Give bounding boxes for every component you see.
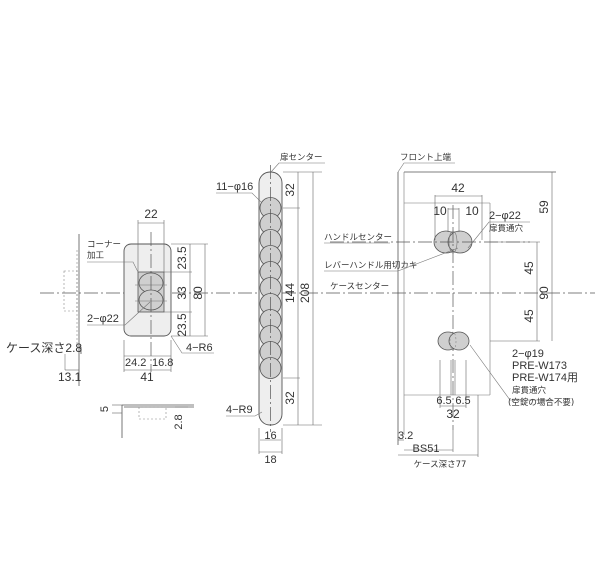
dim-6-5-left: 6.5 bbox=[436, 395, 451, 407]
dim-33: 33 bbox=[175, 286, 189, 300]
corner-label-1: コーナー bbox=[87, 240, 121, 250]
dim-208: 208 bbox=[298, 283, 312, 303]
corner-label-2: 加工 bbox=[87, 250, 105, 261]
handle-center-label: ハンドルセンター bbox=[324, 233, 392, 243]
dim-10-left: 10 bbox=[433, 204, 447, 218]
plate-holes-label: 11−φ16 bbox=[216, 181, 253, 193]
dim-5: 5 bbox=[99, 406, 111, 412]
case-depth-label: ケース深さ2.8 bbox=[6, 341, 82, 355]
dim-45-top: 45 bbox=[522, 261, 536, 275]
dim-90: 90 bbox=[537, 286, 551, 300]
dim-32: 32 bbox=[446, 407, 460, 421]
dim-23-5-top: 23.5 bbox=[175, 246, 189, 270]
dim-18: 18 bbox=[264, 454, 276, 466]
through-hole-sub: 扉貫通穴 bbox=[489, 223, 524, 234]
dim-3-2: 3.2 bbox=[398, 430, 413, 442]
bottom-detail: 5 2.8 bbox=[99, 404, 194, 438]
dim-59: 59 bbox=[537, 200, 551, 214]
backset-label: BS51 bbox=[413, 443, 440, 455]
lower-hole-line3: PRE-W174用 bbox=[512, 372, 578, 384]
lower-hole-line4: 扉貫通穴 bbox=[512, 385, 547, 396]
case-depth-77-label: ケース深さ77 bbox=[414, 460, 467, 470]
door-center-label: 扉センター bbox=[280, 152, 323, 163]
dim-24-2: 24.2 bbox=[125, 357, 146, 369]
case-center-label: ケースセンター bbox=[330, 282, 389, 292]
lower-hole-right-icon bbox=[448, 331, 470, 351]
dim-22: 22 bbox=[144, 207, 158, 221]
dim-42: 42 bbox=[451, 181, 465, 195]
dim-41: 41 bbox=[140, 370, 154, 384]
dim-16-8: 16.8 bbox=[152, 357, 173, 369]
dim-2-8: 2.8 bbox=[173, 414, 185, 429]
holes-label: 2−φ22 bbox=[87, 313, 119, 325]
dim-6-5-right: 6.5 bbox=[455, 395, 470, 407]
lower-hole-line2: PRE-W173 bbox=[512, 360, 567, 372]
dim-80: 80 bbox=[191, 286, 205, 300]
front-plate-view: 扉センター 11−φ16 32 144 208 32 4−R9 16 18 bbox=[216, 152, 325, 466]
corner-radius-label: 4−R6 bbox=[186, 342, 213, 354]
through-hole-label: 2−φ22 bbox=[489, 210, 521, 222]
dim-16: 16 bbox=[264, 430, 276, 442]
dim-32-bottom: 32 bbox=[283, 391, 297, 405]
dim-10-right: 10 bbox=[465, 204, 479, 218]
left-view: 22 23.5 33 23.5 80 コーナー 加工 2−φ22 4−R6 24… bbox=[6, 207, 214, 386]
dim-45-bottom: 45 bbox=[522, 309, 536, 323]
plate-radius-label: 4−R9 bbox=[226, 404, 253, 416]
dim-144: 144 bbox=[283, 283, 297, 303]
right-view: フロント上端 42 10 10 2−φ22 扉貫通穴 ハンドルセンター レバーハ… bbox=[324, 152, 578, 470]
lower-hole-label: 2−φ19 bbox=[512, 348, 544, 360]
lower-hole-line5: (空錠の場合不要) bbox=[508, 397, 574, 408]
dim-32-top: 32 bbox=[283, 183, 297, 197]
front-top-label: フロント上端 bbox=[400, 152, 452, 163]
dim-23-5-bottom: 23.5 bbox=[175, 313, 189, 337]
lever-cutout-label: レバーハンドル用切カキ bbox=[324, 261, 417, 271]
dim-13-1: 13.1 bbox=[58, 370, 82, 384]
